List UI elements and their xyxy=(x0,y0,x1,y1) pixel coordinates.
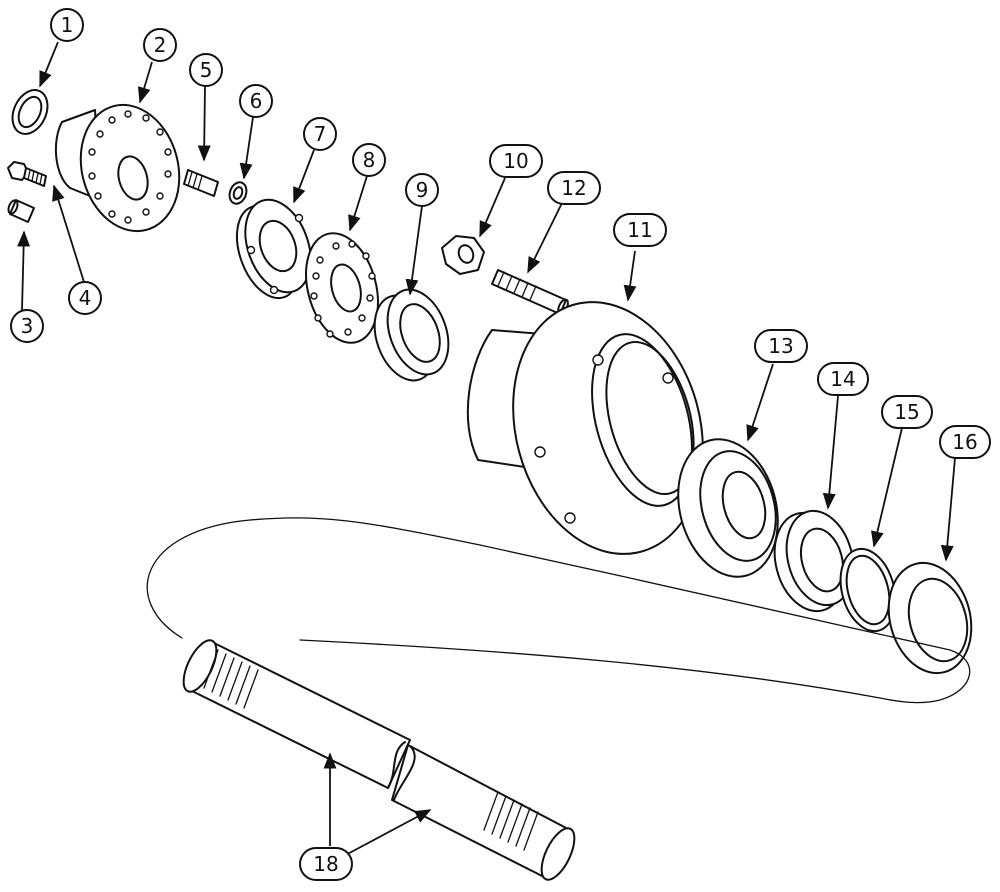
callout-14: 14 xyxy=(817,362,869,396)
callout-15: 15 xyxy=(881,395,933,429)
callout-label-13: 13 xyxy=(768,334,793,358)
part-2-flange xyxy=(54,103,181,233)
part-18-shaft xyxy=(182,639,576,881)
part-1-ring xyxy=(11,89,49,135)
part-6-washer xyxy=(228,181,248,205)
callout-label-9: 9 xyxy=(416,178,429,202)
callout-label-7: 7 xyxy=(314,122,327,146)
assembly-loop-line xyxy=(146,517,971,704)
part-13-bearing xyxy=(677,438,779,578)
part-4-bolt xyxy=(7,161,47,187)
part-3-pin xyxy=(7,199,35,223)
part-10-nut xyxy=(441,235,485,275)
callout-label-12: 12 xyxy=(561,176,586,200)
callout-label-15: 15 xyxy=(894,400,919,424)
callout-5: 5 xyxy=(189,53,223,87)
callout-label-14: 14 xyxy=(830,367,855,391)
callout-7: 7 xyxy=(303,117,337,151)
callout-label-5: 5 xyxy=(200,58,213,82)
callout-4: 4 xyxy=(68,281,102,315)
part-8-plate xyxy=(305,232,379,344)
callout-11: 11 xyxy=(613,213,667,247)
callout-label-6: 6 xyxy=(250,89,263,113)
callout-10: 10 xyxy=(489,144,543,178)
callout-label-8: 8 xyxy=(363,148,376,172)
callout-6: 6 xyxy=(239,84,273,118)
leader-arrows xyxy=(17,41,956,859)
callout-label-3: 3 xyxy=(21,314,34,338)
callout-label-2: 2 xyxy=(154,33,167,57)
callout-label-11: 11 xyxy=(627,218,652,242)
part-14-cup xyxy=(773,509,855,613)
callout-16: 16 xyxy=(939,425,991,459)
part-11-hub xyxy=(466,301,704,555)
callout-3: 3 xyxy=(10,309,44,343)
part-5-stud xyxy=(183,169,219,197)
callout-13: 13 xyxy=(754,329,808,363)
callout-label-10: 10 xyxy=(503,149,528,173)
callout-label-16: 16 xyxy=(952,430,977,454)
callout-label-1: 1 xyxy=(61,13,74,37)
part-7-carrier xyxy=(235,198,312,300)
part-16-seal xyxy=(887,561,973,675)
part-9-bearing xyxy=(373,288,450,382)
callout-9: 9 xyxy=(405,173,439,207)
callout-1: 1 xyxy=(50,8,84,42)
part-12-stud xyxy=(491,269,569,316)
callout-12: 12 xyxy=(547,171,601,205)
callout-label-18: 18 xyxy=(313,852,338,876)
callout-label-4: 4 xyxy=(79,286,92,310)
flange-bolt-holes xyxy=(88,110,172,224)
callout-18: 18 xyxy=(299,847,353,881)
callout-8: 8 xyxy=(352,143,386,177)
callout-2: 2 xyxy=(143,28,177,62)
